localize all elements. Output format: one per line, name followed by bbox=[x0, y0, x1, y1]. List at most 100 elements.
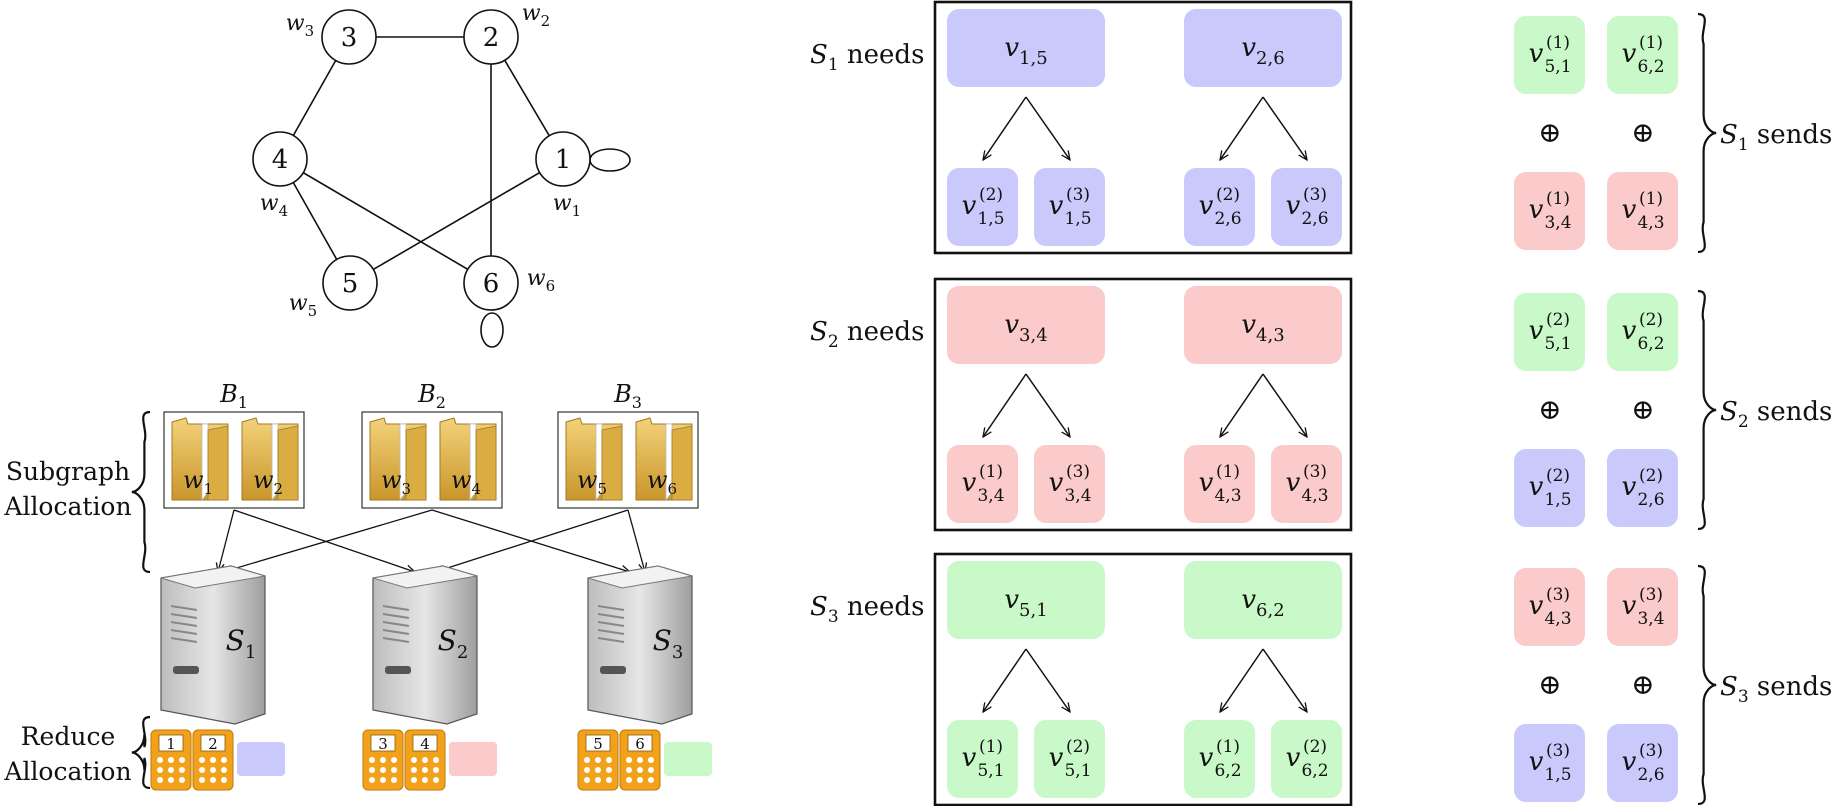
superscript: (1) bbox=[979, 737, 1003, 757]
server-icon: S1 bbox=[160, 565, 266, 725]
calc-key bbox=[606, 767, 612, 773]
needed-value bbox=[947, 9, 1105, 87]
calc-key bbox=[584, 777, 590, 783]
reducer-id: 4 bbox=[420, 735, 430, 753]
calc-key bbox=[391, 777, 397, 783]
folder-icon: w1 bbox=[171, 417, 229, 502]
folder-flap bbox=[405, 425, 427, 501]
calc-key bbox=[157, 767, 163, 773]
calc-key bbox=[221, 767, 227, 773]
superscript: (2) bbox=[1639, 466, 1663, 486]
sent-value-label: v(3)3,4 bbox=[1622, 585, 1665, 629]
subscript: 6,2 bbox=[1301, 761, 1328, 781]
v-symbol: v bbox=[1622, 316, 1637, 346]
intermediate-value-label: v(2)2,6 bbox=[1199, 185, 1242, 229]
v-symbol: v bbox=[1622, 591, 1637, 621]
needed-value bbox=[1184, 9, 1342, 87]
sent-value-label: v(1)6,2 bbox=[1622, 33, 1665, 77]
folder-flap bbox=[475, 425, 497, 501]
intermediate-value bbox=[947, 445, 1018, 523]
superscript: (1) bbox=[1546, 189, 1570, 209]
superscript: (1) bbox=[1546, 33, 1570, 53]
calculator-icon: 3 bbox=[362, 729, 404, 791]
subscript: 6,2 bbox=[1637, 57, 1664, 77]
sends-brace bbox=[1697, 12, 1717, 254]
server-vent bbox=[597, 613, 625, 619]
v-symbol: v bbox=[1049, 468, 1064, 498]
calc-screen bbox=[370, 734, 396, 752]
calc-key bbox=[157, 777, 163, 783]
reduce-color-chip bbox=[449, 742, 497, 776]
calc-key bbox=[626, 767, 632, 773]
server-drive bbox=[600, 666, 626, 674]
calc-key bbox=[422, 757, 428, 763]
calc-key bbox=[648, 777, 654, 783]
server-vent bbox=[597, 629, 625, 635]
intermediate-value bbox=[1271, 720, 1342, 798]
v-symbol: v bbox=[1529, 39, 1544, 69]
needed-value bbox=[947, 286, 1105, 364]
folder-flap bbox=[671, 425, 693, 501]
calc-key bbox=[595, 757, 601, 763]
calc-screen bbox=[585, 734, 611, 752]
subscript: 6,2 bbox=[1214, 761, 1241, 781]
self-loop-6 bbox=[480, 312, 504, 348]
server-vent bbox=[170, 621, 198, 627]
superscript: (2) bbox=[1303, 737, 1327, 757]
sent-value-bottom bbox=[1514, 724, 1585, 802]
superscript: (3) bbox=[1639, 585, 1663, 605]
server-vent bbox=[597, 637, 625, 643]
folder-label: w4 bbox=[451, 466, 481, 498]
calc-key bbox=[433, 767, 439, 773]
subgraph-brace bbox=[131, 410, 151, 574]
folder-label: w3 bbox=[381, 466, 411, 498]
superscript: (3) bbox=[1066, 185, 1090, 205]
server-label: S2 needs bbox=[810, 317, 924, 352]
intermediate-value-label: v(2)6,2 bbox=[1286, 737, 1329, 781]
server-drive bbox=[173, 666, 199, 674]
needed-value bbox=[947, 561, 1105, 639]
server-vent bbox=[382, 621, 410, 627]
reduce-brace bbox=[131, 715, 151, 790]
calc-screen bbox=[412, 734, 438, 752]
sent-value-bottom bbox=[1514, 449, 1585, 527]
subscript: 4,3 bbox=[1544, 609, 1571, 629]
split-arrow bbox=[1220, 648, 1264, 712]
calc-key bbox=[210, 767, 216, 773]
reduce-color-chip bbox=[664, 742, 712, 776]
server-name: S1 bbox=[226, 624, 257, 663]
node-weight: w4 bbox=[260, 191, 288, 220]
calc-key bbox=[168, 767, 174, 773]
graph-node: 4w4 bbox=[252, 131, 308, 220]
calc-key bbox=[626, 777, 632, 783]
calculator-icon: 2 bbox=[192, 729, 234, 791]
superscript: (2) bbox=[1066, 737, 1090, 757]
xor-symbol: ⊕ bbox=[1538, 668, 1561, 701]
subscript: 2,6 bbox=[1637, 765, 1664, 785]
v-symbol: v bbox=[1529, 195, 1544, 225]
v-symbol: v bbox=[1529, 747, 1544, 777]
calc-screen bbox=[158, 734, 184, 752]
calc-key bbox=[199, 777, 205, 783]
superscript: (2) bbox=[979, 185, 1003, 205]
intermediate-value-label: v(1)5,1 bbox=[962, 737, 1005, 781]
server-label: S1 needs bbox=[810, 40, 924, 75]
subscript: 5,1 bbox=[1064, 761, 1091, 781]
superscript: (1) bbox=[1216, 737, 1240, 757]
node-id: 5 bbox=[342, 269, 359, 299]
superscript: (1) bbox=[1216, 462, 1240, 482]
intermediate-value bbox=[1271, 445, 1342, 523]
subscript: 2,6 bbox=[1637, 490, 1664, 510]
calc-key bbox=[595, 777, 601, 783]
calc-key bbox=[411, 757, 417, 763]
calc-key bbox=[637, 757, 643, 763]
server-vent bbox=[597, 621, 625, 627]
subscript: 2,6 bbox=[1214, 209, 1241, 229]
calc-key bbox=[369, 767, 375, 773]
calc-key bbox=[380, 777, 386, 783]
batch-label: B1 bbox=[219, 380, 248, 412]
needed-value-label: v3,4 bbox=[1004, 310, 1047, 346]
